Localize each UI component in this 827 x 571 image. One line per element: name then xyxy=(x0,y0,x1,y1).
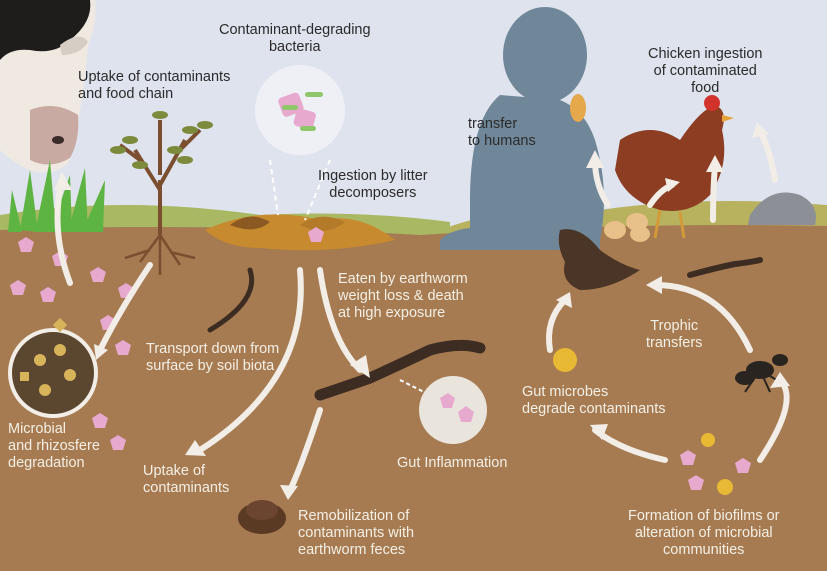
label-transfer-humans: transfer to humans xyxy=(468,116,536,150)
label-transport-down: Transport down from surface by soil biot… xyxy=(146,341,279,375)
label-gut-inflammation: Gut Inflammation xyxy=(397,455,507,472)
soil-ground xyxy=(0,225,827,571)
label-microbial-rhizosfere: Microbial and rhizosfere degradation xyxy=(8,421,100,472)
label-litter-decomposers: Ingestion by litter decomposers xyxy=(318,168,428,202)
label-line: of contaminated xyxy=(653,63,757,80)
hen-icon xyxy=(615,95,734,239)
feces-icon xyxy=(238,500,286,534)
label-line: Microbial xyxy=(8,421,67,437)
leaf-litter-icon xyxy=(205,214,395,251)
label-line: at high exposure xyxy=(338,305,446,322)
label-line: degradation xyxy=(8,455,85,472)
label-line: Remobilization of xyxy=(298,508,410,524)
earthworm-icon xyxy=(314,339,486,401)
label-line: Ingestion by litter xyxy=(318,168,428,184)
label-uptake-contaminants: Uptake of contaminants xyxy=(143,463,229,497)
label-line: and food chain xyxy=(78,86,174,103)
label-line: Uptake of contaminants xyxy=(78,69,231,85)
mole-icon xyxy=(558,229,640,290)
label-line: Formation of biofilms or xyxy=(628,508,780,524)
label-line: Uptake of xyxy=(143,463,206,479)
bacteria-icon xyxy=(255,65,345,221)
microbe-icon xyxy=(553,348,733,495)
label-chicken-ingestion: Chicken ingestion of contaminated food xyxy=(648,46,762,97)
contaminant-pentagon-icon xyxy=(10,227,751,490)
cow-icon xyxy=(0,0,96,173)
inflammation-icon xyxy=(399,376,487,444)
process-arrows xyxy=(54,122,790,500)
label-line: to humans xyxy=(468,133,536,150)
label-line: communities xyxy=(663,542,745,559)
label-line: contaminants with xyxy=(298,525,415,542)
label-line: food xyxy=(691,80,720,97)
label-line: Trophic xyxy=(650,318,699,334)
label-line: decomposers xyxy=(329,185,417,202)
label-line: bacteria xyxy=(268,39,321,56)
egg-icons xyxy=(604,213,650,242)
label-line: Gut microbes xyxy=(522,384,609,400)
gravel-pile xyxy=(748,192,816,225)
label-line: and rhizosfere xyxy=(8,438,100,455)
label-biofilms: Formation of biofilms or alteration of m… xyxy=(628,508,780,559)
label-contaminant-bacteria: Contaminant-degrading bacteria xyxy=(219,22,371,56)
label-line: Transport down from xyxy=(146,341,280,357)
rhizosphere-zoom-icon xyxy=(8,317,98,418)
small-earthworm-icon xyxy=(687,257,763,278)
label-line: Eaten by earthworm xyxy=(338,271,468,287)
label-line: transfer xyxy=(468,116,518,132)
label-line: weight loss & death xyxy=(338,288,464,305)
label-remobilization: Remobilization of contaminants with eart… xyxy=(298,508,414,559)
child-silhouette-icon xyxy=(440,7,604,250)
label-uptake-food-chain: Uptake of contaminants and food chain xyxy=(78,69,230,103)
label-gut-microbes: Gut microbes degrade contaminants xyxy=(522,384,666,418)
label-line: Gut Inflammation xyxy=(397,455,508,471)
roots-icon xyxy=(124,234,196,275)
ant-icon xyxy=(735,354,788,393)
soil-worm-icon xyxy=(207,267,255,333)
label-line: earthworm feces xyxy=(298,542,406,559)
label-line: alteration of microbial xyxy=(634,525,773,542)
tree-icon xyxy=(118,120,202,235)
label-line: contaminants xyxy=(143,480,230,497)
label-line: Contaminant-degrading xyxy=(219,22,371,38)
label-line: Chicken ingestion xyxy=(648,46,763,62)
tree-leaves xyxy=(110,111,213,169)
label-line: transfers xyxy=(646,335,703,352)
label-line: degrade contaminants xyxy=(522,401,666,418)
label-trophic-transfers: Trophic transfers xyxy=(646,318,702,352)
label-eaten-by-earthworm: Eaten by earthworm weight loss & death a… xyxy=(338,271,468,322)
label-line: surface by soil biota xyxy=(146,358,275,375)
